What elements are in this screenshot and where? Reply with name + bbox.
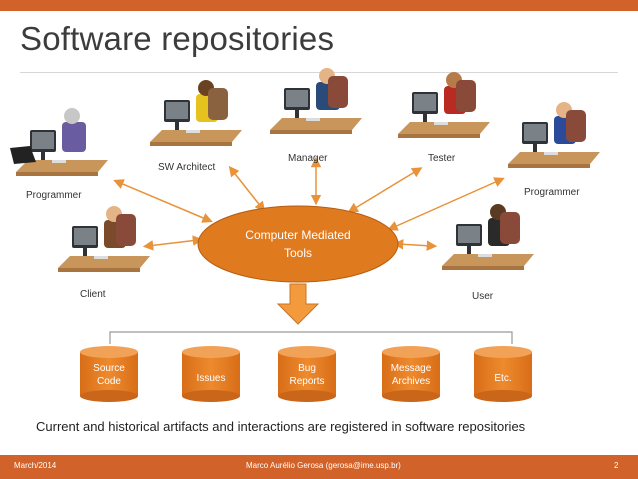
- label-sw-architect: SW Architect: [158, 162, 216, 173]
- footer-page-number: 2: [614, 461, 619, 470]
- arrow-programmer-left: [113, 179, 213, 223]
- repo-source-code: [80, 346, 138, 402]
- programmer-left-workstation: [10, 108, 108, 176]
- repo-issues-label: Issues: [182, 372, 240, 385]
- manager-workstation: [270, 68, 362, 134]
- arrow-user: [392, 239, 438, 251]
- arrow-programmer-right: [387, 177, 505, 231]
- center-line-2: Tools: [283, 246, 312, 260]
- arrow-tester: [347, 167, 423, 213]
- repo-line-1: Issues: [196, 373, 226, 384]
- repo-issues: [182, 346, 240, 402]
- repo-message-archives-label: Message Archives: [382, 362, 440, 388]
- label-user: User: [472, 291, 494, 302]
- center-node: [197, 205, 399, 283]
- repo-source-code-label: Source Code: [80, 362, 138, 388]
- label-manager: Manager: [288, 153, 328, 164]
- label-client: Client: [80, 289, 106, 300]
- user-workstation: [442, 204, 534, 270]
- footer-bar: March/2014 Marco Aurélio Gerosa (gerosa@…: [0, 455, 638, 479]
- repo-bug-reports: [278, 346, 336, 402]
- top-accent-bar: [0, 0, 638, 11]
- slide-title: Software repositories: [20, 20, 335, 57]
- sw-architect-workstation: [150, 80, 242, 146]
- client-workstation: [58, 206, 150, 272]
- repositories-bracket: [109, 331, 513, 344]
- repo-line-2: Reports: [289, 376, 325, 387]
- repo-message-archives: [382, 346, 440, 402]
- label-programmer-right: Programmer: [524, 187, 580, 198]
- repo-line-2: Archives: [391, 376, 431, 387]
- repo-etc-label: Etc.: [474, 372, 532, 385]
- arrow-sw-architect: [228, 165, 266, 213]
- footer-date: March/2014: [14, 461, 57, 470]
- arrow-client: [142, 235, 204, 251]
- repo-line-1: Source: [93, 363, 125, 374]
- repo-etc: [474, 346, 532, 402]
- repo-bug-reports-label: Bug Reports: [278, 362, 336, 388]
- center-line-1: Computer Mediated: [245, 228, 351, 242]
- tester-workstation: [398, 72, 490, 138]
- repo-line-2: Code: [97, 376, 121, 387]
- slide-caption: Current and historical artifacts and int…: [36, 419, 526, 434]
- down-arrow: [276, 283, 320, 325]
- repo-line-1: Message: [390, 363, 432, 374]
- repo-line-1: Etc.: [494, 373, 512, 384]
- title-divider: [20, 72, 618, 73]
- label-tester: Tester: [428, 153, 456, 164]
- repo-line-1: Bug: [298, 363, 316, 374]
- footer-author: Marco Aurélio Gerosa (gerosa@ime.usp.br): [246, 461, 401, 470]
- label-programmer-left: Programmer: [26, 190, 82, 201]
- center-node-text: Computer Mediated Tools: [212, 226, 384, 262]
- programmer-right-workstation: [508, 102, 600, 168]
